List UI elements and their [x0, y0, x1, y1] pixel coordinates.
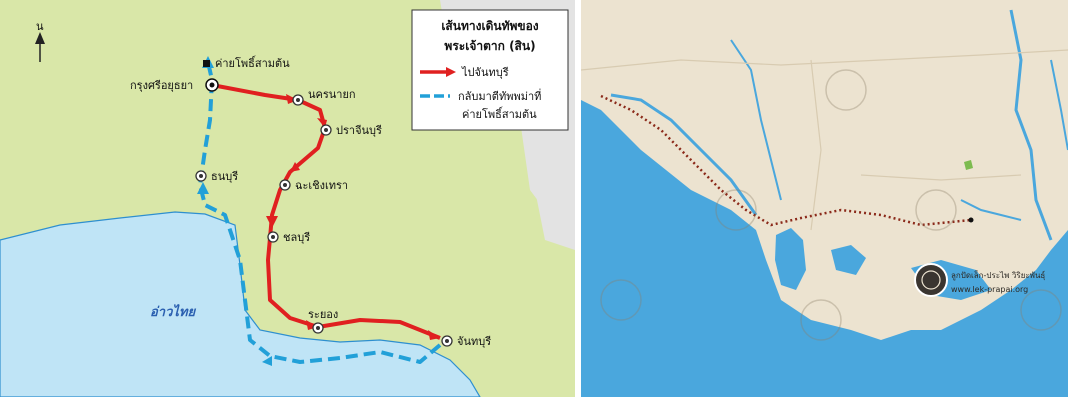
- legend-red-label: ไปจันทบุรี: [461, 66, 509, 79]
- watermark-seal-icon: [600, 69, 1062, 341]
- place-ayutthaya: กรุงศรีอยุธยา: [130, 79, 193, 92]
- legend-title-line1: เส้นทางเดินทัพของ: [441, 19, 538, 33]
- north-arrow-head-icon: [35, 32, 45, 44]
- route-end-marker-icon: [968, 217, 974, 223]
- arrowhead: [262, 356, 272, 366]
- town-marker-icon: [195, 170, 207, 182]
- place-nakhon-nayok: นครนายก: [308, 88, 356, 101]
- camp-marker-icon: [203, 60, 210, 67]
- arrowhead: [290, 162, 300, 172]
- place-chachoengsao: ฉะเชิงเทรา: [295, 179, 348, 192]
- capital-marker-dot: [209, 82, 215, 88]
- river: [610, 93, 758, 216]
- route-map-right: ลูกปัดเล็ก-ประไพ วิริยะพันธุ์ www.lek-pr…: [581, 0, 1068, 397]
- arrowhead: [266, 216, 278, 228]
- logo-seal-inner: [921, 270, 941, 290]
- place-prachin-buri: ปราจีนบุรี: [336, 124, 382, 137]
- legend-blue-label-1: กลับมาตีทัพพม่าที่: [458, 88, 541, 103]
- road: [810, 59, 822, 231]
- sea-label: อ่าวไทย: [150, 304, 197, 320]
- green-area: [964, 160, 973, 170]
- route-return: [198, 61, 442, 364]
- arrowhead: [286, 94, 298, 104]
- dotted-route: [600, 94, 972, 227]
- north-label: น: [36, 20, 44, 33]
- town-marker-icon: [441, 335, 453, 347]
- route-map-left: อ่าวไทย น ค่ายโพธิ์สามต้น กรุงศรีอยุธยา …: [0, 0, 575, 397]
- place-thonburi: ธนบุรี: [211, 170, 238, 183]
- route-to-chanthaburi: [211, 83, 441, 340]
- arrowhead: [197, 182, 209, 194]
- place-chonburi: ชลบุรี: [283, 231, 310, 244]
- red-arrow-icon: [446, 67, 456, 77]
- legend: เส้นทางเดินทัพของ พระเจ้าตาก (สิน) ไปจัน…: [411, 9, 569, 131]
- town-marker-icon: [312, 322, 324, 334]
- neighbor-country-east: [530, 120, 575, 250]
- road: [860, 174, 1022, 181]
- legend-title-line2: พระเจ้าตาก (สิน): [444, 39, 535, 53]
- sea-area: [581, 100, 1068, 397]
- place-camp: ค่ายโพธิ์สามต้น: [215, 55, 290, 70]
- road: [581, 49, 1068, 71]
- place-rayong: ระยอง: [308, 308, 338, 321]
- watermark-line1: ลูกปัดเล็ก-ประไพ วิริยะพันธุ์: [951, 270, 1045, 281]
- arrowhead: [428, 330, 440, 340]
- town-marker-icon: [320, 124, 332, 136]
- divider: [575, 0, 581, 397]
- river: [960, 199, 1022, 221]
- river: [730, 39, 782, 201]
- watermark-line2: www.lek-prapai.org: [951, 285, 1028, 294]
- river: [1050, 59, 1068, 151]
- gulf-of-thailand: [0, 211, 481, 397]
- place-chanthaburi: จันทบุรี: [457, 335, 491, 348]
- logo-seal-icon: [914, 263, 948, 297]
- bay: [775, 228, 806, 290]
- river: [1009, 9, 1053, 241]
- legend-blue-label-2: ค่ายโพธิ์สามต้น: [462, 106, 537, 121]
- bay: [831, 245, 866, 275]
- town-marker-icon: [292, 94, 304, 106]
- town-marker-icon: [267, 231, 279, 243]
- town-marker-icon: [279, 179, 291, 191]
